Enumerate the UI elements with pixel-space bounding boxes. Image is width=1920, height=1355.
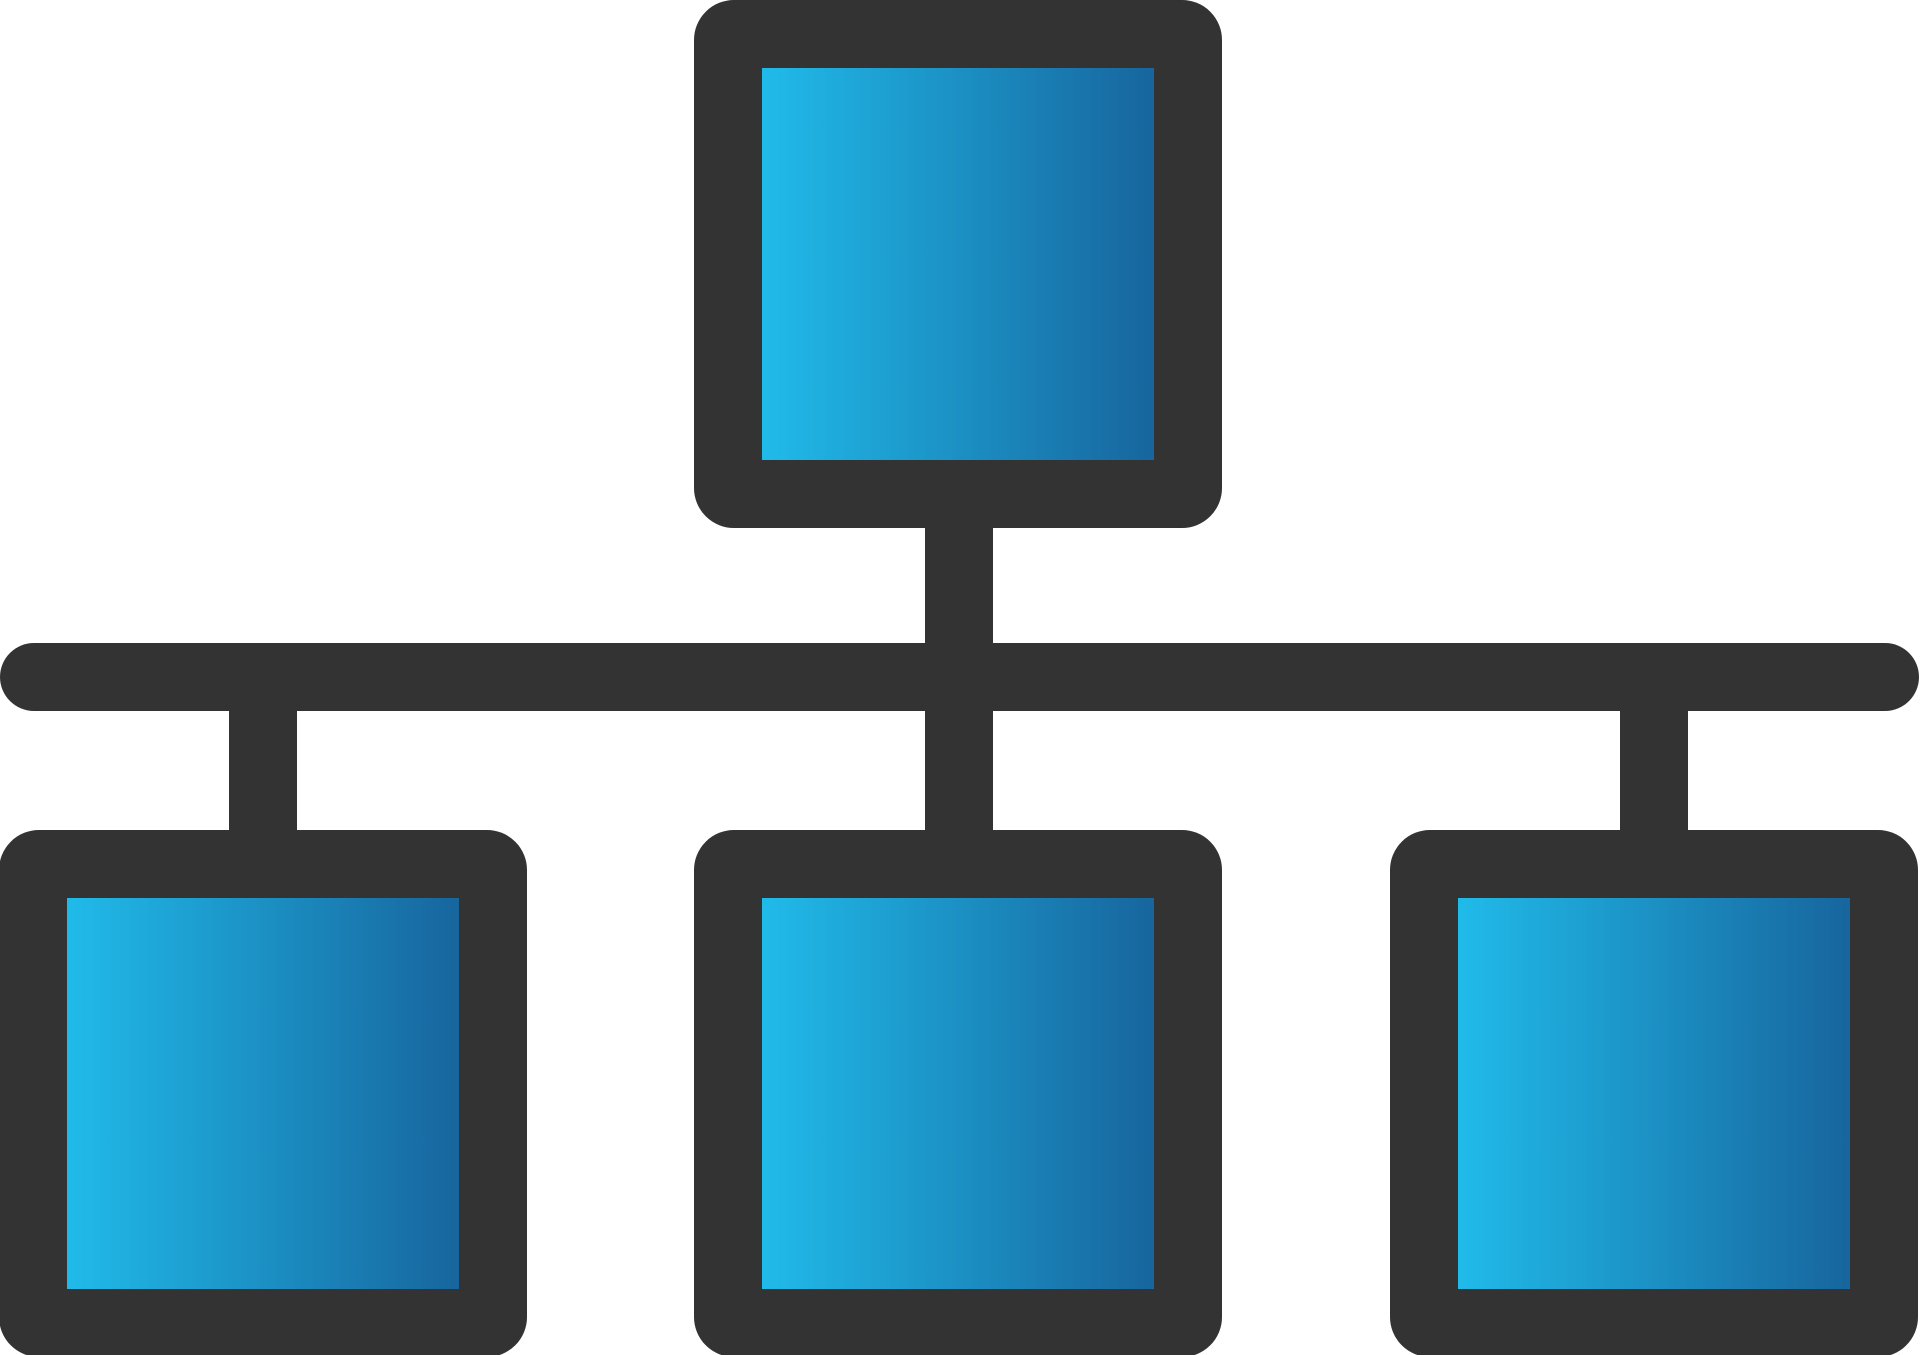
connectors	[0, 456, 1919, 864]
node-bottom-right	[1390, 830, 1918, 1355]
node-bottom-left	[0, 830, 527, 1355]
node-bottom-center	[694, 830, 1222, 1355]
node-top	[694, 0, 1222, 528]
